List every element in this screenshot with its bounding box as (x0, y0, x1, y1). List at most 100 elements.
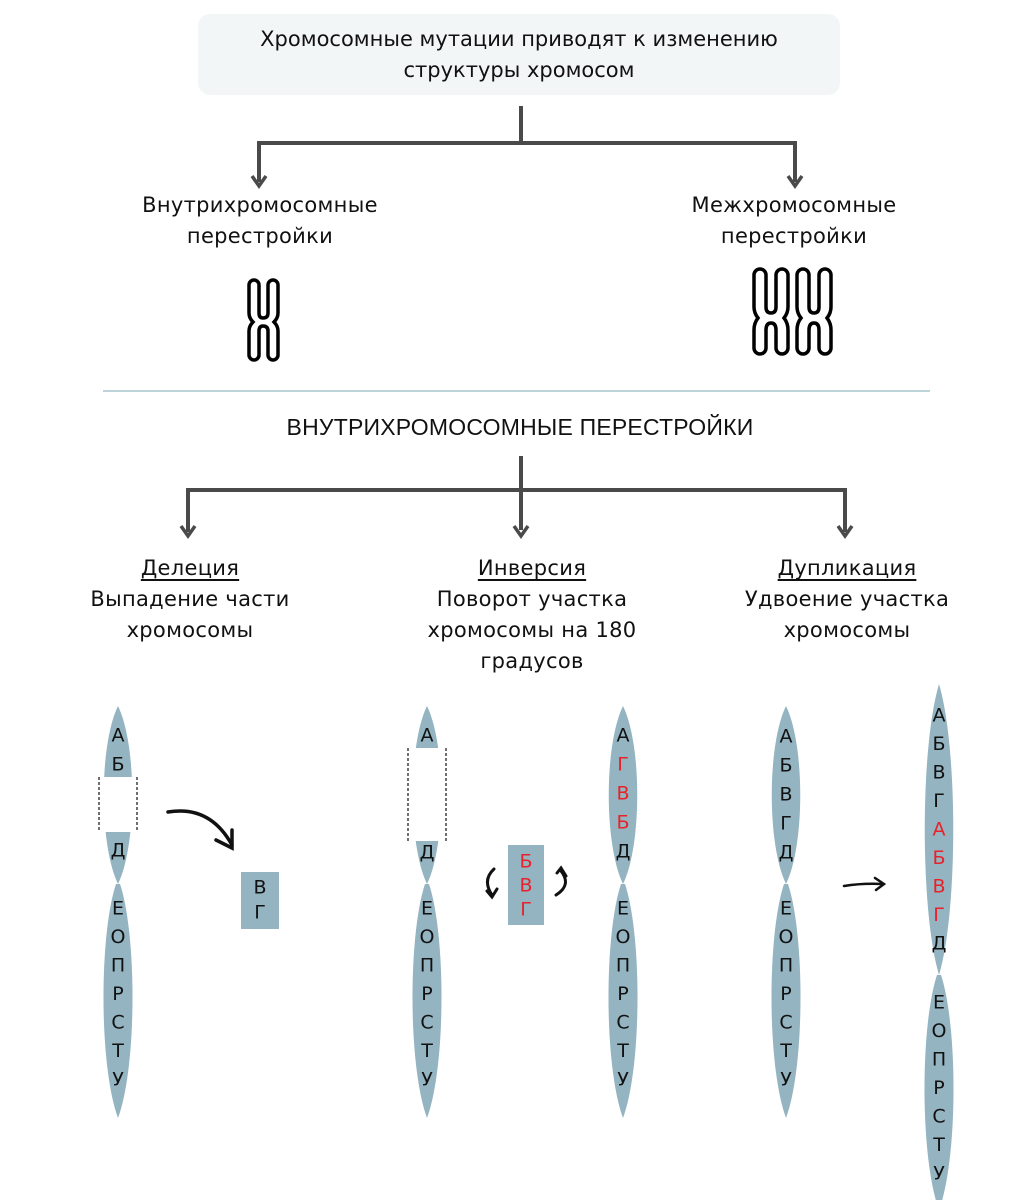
chromosome-lower-arm (924, 975, 954, 1200)
header-box: Хромосомные мутации приводят к изменению… (198, 14, 840, 95)
inverted-gap (408, 748, 446, 841)
rotated-fragment (508, 845, 544, 925)
type-desc-line: хромосомы (783, 618, 911, 642)
chromosome-upper-arm (608, 706, 638, 884)
types-connector (179, 456, 854, 540)
gene-label: Б (616, 812, 629, 834)
gene-label: Т (111, 1040, 124, 1062)
chromosome-lower-arm (412, 884, 442, 1118)
gene-label: А (112, 725, 125, 747)
type-desc-line: Поворот участка (436, 587, 628, 611)
gene-label: А (933, 819, 946, 841)
gene-label: О (111, 926, 126, 948)
fragment-gene: В (253, 877, 266, 899)
arrowhead-icon (836, 524, 854, 540)
chromosome-upper-arm (771, 706, 801, 884)
gene-label: В (779, 784, 792, 806)
gene-label: У (933, 1163, 945, 1185)
gene-label: В (616, 783, 629, 805)
type-desc-line: Выпадение части (90, 587, 290, 611)
fragment-gene: Г (520, 899, 532, 921)
chromosome-lower-arm (771, 884, 801, 1118)
gene-label: П (616, 955, 630, 977)
gene-label: Е (933, 992, 945, 1014)
gene-label: С (616, 1012, 629, 1034)
gene-label: Р (933, 1077, 944, 1099)
curved-arrow-icon (166, 809, 234, 851)
gene-label: Р (112, 983, 123, 1005)
gene-label: Б (932, 847, 945, 869)
gene-label: Е (421, 898, 433, 920)
gene-label: Г (933, 790, 945, 812)
top-connector (250, 106, 804, 190)
gene-label: Р (780, 983, 791, 1005)
deleted-gap (99, 777, 137, 832)
header-line-1: Хромосомные мутации приводят к изменению (260, 26, 778, 51)
category-label-line2: перестройки (720, 224, 868, 248)
gene-label: О (420, 926, 435, 948)
gene-label: П (111, 955, 125, 977)
gene-label: Е (780, 898, 792, 920)
gene-label: А (780, 726, 793, 748)
gene-label: О (932, 1020, 947, 1042)
arrowhead-icon (512, 524, 530, 540)
gene-label: У (617, 1069, 629, 1091)
gene-label: В (932, 876, 945, 898)
gene-label: Г (617, 754, 629, 776)
category-label-line1: Межхромосомные (691, 193, 897, 217)
section-title: ВНУТРИХРОМОСОМНЫЕ ПЕРЕСТРОЙКИ (286, 414, 754, 440)
type-desc-line: градусов (480, 649, 584, 673)
fragment-gene: В (519, 875, 532, 897)
gene-label: Р (421, 983, 432, 1005)
gene-label: А (617, 725, 630, 747)
gene-label: Д (111, 840, 126, 862)
rotate-arrows-icon (485, 865, 568, 900)
single-chromosome-icon (247, 278, 280, 362)
gene-label: Т (616, 1040, 629, 1062)
straight-arrow-icon (842, 876, 887, 892)
gene-label: Д (616, 841, 631, 863)
category-label-line1: Внутрихромосомные (142, 193, 378, 217)
type-duplication: Дупликация Удвоение участка хромосомы (697, 553, 997, 646)
gene-label: О (616, 926, 631, 948)
gene-label: В (932, 762, 945, 784)
chromosome-upper-arm (924, 684, 954, 975)
gene-label: Т (779, 1040, 792, 1062)
gene-label: С (779, 1012, 792, 1034)
gene-label: Б (779, 755, 792, 777)
arrowhead-icon (179, 524, 197, 540)
category-interchromosomal: Межхромосомные перестройки (634, 190, 954, 252)
chromosome-lower-arm (608, 884, 638, 1118)
fragment-gene: Б (519, 851, 532, 873)
type-deletion: Делеция Выпадение части хромосомы (40, 553, 340, 646)
gene-label: Б (932, 733, 945, 755)
type-desc-line: хромосомы (126, 618, 254, 642)
gene-label: С (932, 1106, 945, 1128)
gene-label: У (421, 1069, 433, 1091)
type-desc-line: хромосомы на 180 (427, 618, 637, 642)
gene-label: Г (780, 813, 792, 835)
gene-label: Т (420, 1040, 433, 1062)
category-label-line2: перестройки (186, 224, 334, 248)
gene-label: А (933, 705, 946, 727)
gene-label: С (420, 1012, 433, 1034)
gene-label: Д (932, 933, 947, 955)
double-chromosome-icon (752, 267, 833, 356)
chromosome-lower-arm (103, 884, 133, 1118)
gene-label: Д (420, 842, 435, 864)
gene-label: У (112, 1069, 124, 1091)
gene-label: Г (933, 904, 945, 926)
gene-label: Р (617, 983, 628, 1005)
arrowhead-icon (250, 174, 268, 190)
gene-label: А (421, 725, 434, 747)
gene-label: Е (617, 898, 629, 920)
gene-label: Т (932, 1134, 945, 1156)
gene-label: С (111, 1012, 124, 1034)
gene-label: Д (779, 842, 794, 864)
category-intrachromosomal: Внутрихромосомные перестройки (100, 190, 420, 252)
header-line-2: структуры хромосом (403, 57, 635, 82)
gene-label: О (779, 926, 794, 948)
arrowhead-icon (786, 174, 804, 190)
type-title: Инверсия (477, 556, 587, 580)
